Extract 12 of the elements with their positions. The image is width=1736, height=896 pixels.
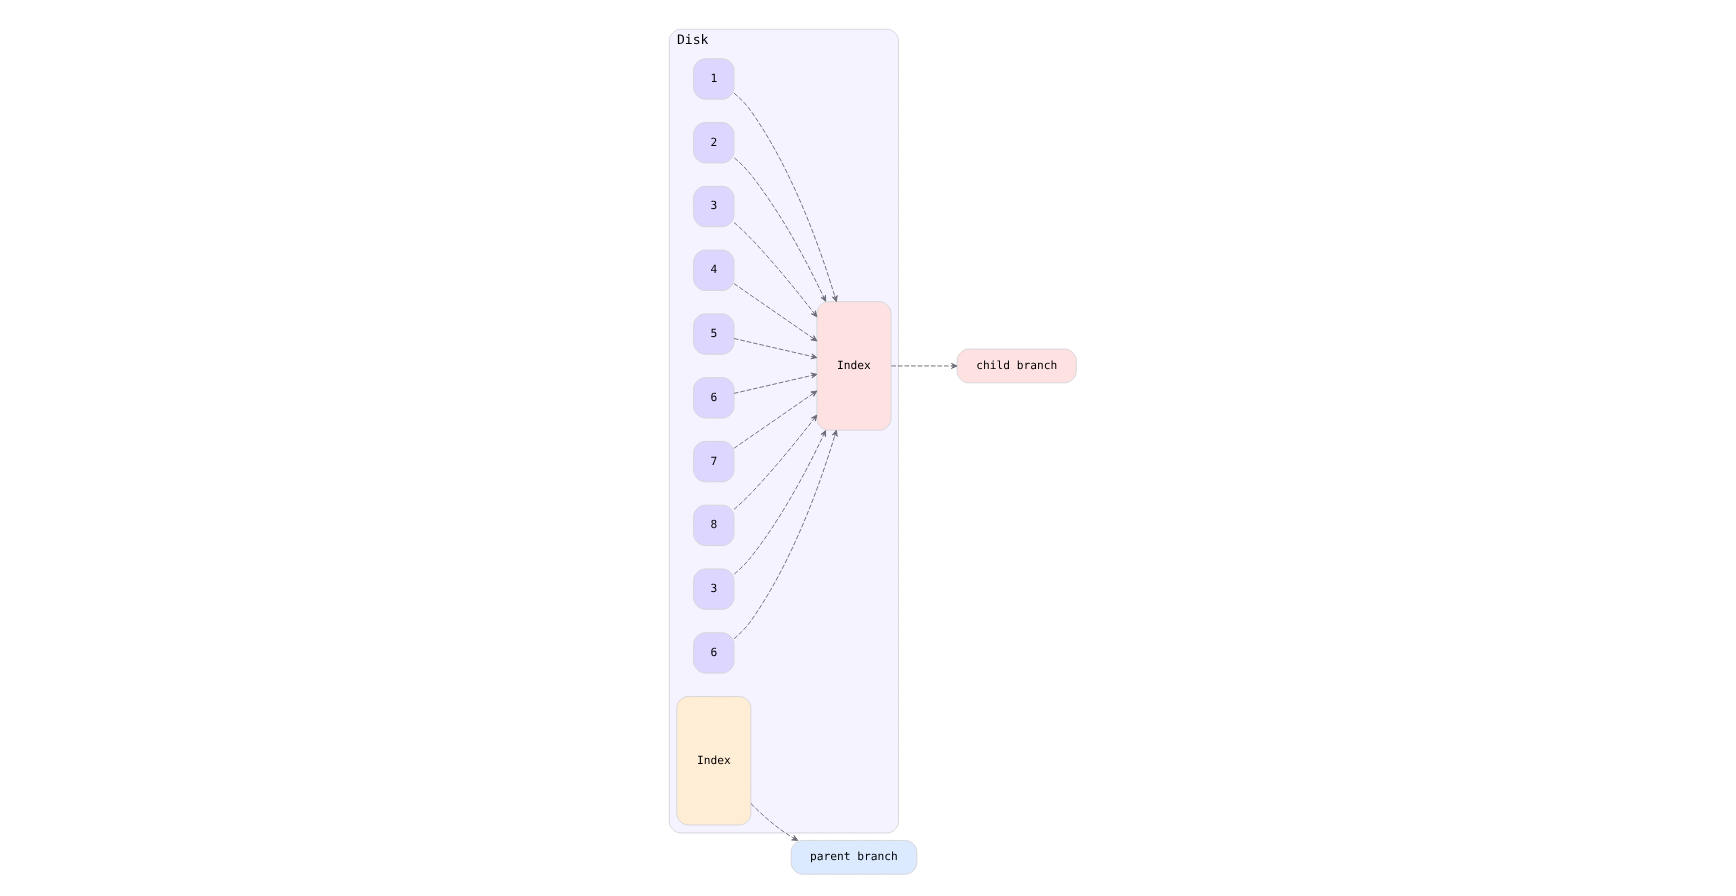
arrow [732, 372, 817, 394]
arrow [732, 414, 817, 510]
arrow [732, 338, 817, 360]
arrow [732, 429, 837, 640]
arrow [889, 362, 957, 369]
arrow [732, 157, 826, 302]
arrow [732, 430, 826, 575]
arrow [732, 92, 837, 303]
arrow [732, 222, 817, 318]
arrow [732, 283, 817, 342]
arrow [732, 390, 817, 449]
arrow [749, 803, 798, 841]
